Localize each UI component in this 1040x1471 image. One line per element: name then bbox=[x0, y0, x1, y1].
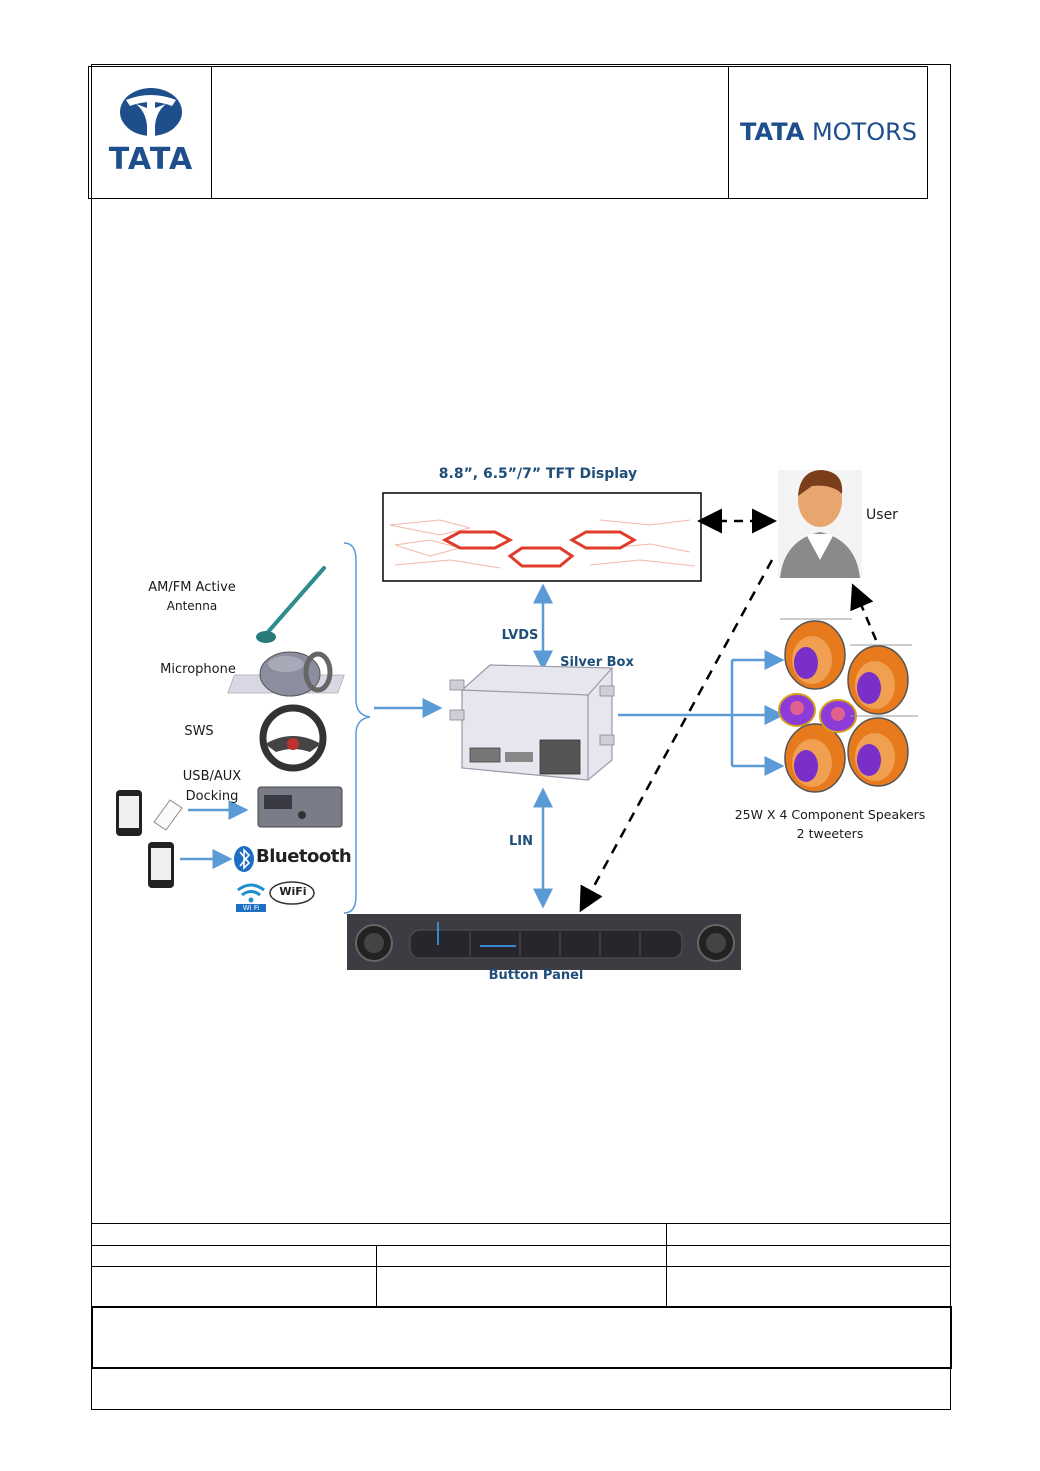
wifi-small-label: Wi Fi bbox=[236, 904, 266, 912]
tata-logo: TATA bbox=[106, 86, 196, 177]
user-icon bbox=[778, 470, 862, 578]
tata-motors-logo: TATA MOTORS bbox=[740, 118, 918, 150]
antenna-label-line2: Antenna bbox=[166, 599, 218, 613]
phone-icon-bluetooth bbox=[148, 842, 174, 888]
footer-col-divider-a bbox=[666, 1223, 667, 1307]
tata-emblem-icon bbox=[120, 88, 182, 136]
silver-box-label: Silver Box bbox=[560, 655, 634, 670]
footer-rule-1 bbox=[91, 1245, 951, 1246]
tft-display bbox=[382, 492, 702, 582]
usb-label-line2: Docking bbox=[185, 789, 239, 804]
microphone-icon bbox=[259, 651, 333, 697]
tata-logo-text: TATA bbox=[108, 142, 194, 177]
tata-motors-brand: TATA bbox=[740, 118, 805, 146]
microphone-label: Microphone bbox=[160, 662, 236, 677]
footer-note-box bbox=[91, 1306, 952, 1369]
footer-table bbox=[91, 1223, 951, 1307]
footer-col-divider-b bbox=[376, 1245, 377, 1307]
footer-rule-2 bbox=[91, 1266, 951, 1267]
usb-label-line1: USB/AUX bbox=[182, 769, 242, 784]
wifi-label: WiFi bbox=[279, 885, 307, 898]
footer-rule-top bbox=[91, 1223, 951, 1224]
display-title: 8.8”, 6.5”/7” TFT Display bbox=[438, 466, 638, 482]
sws-label: SWS bbox=[184, 724, 214, 739]
bluetooth-icon bbox=[234, 846, 254, 872]
steering-wheel-icon bbox=[259, 704, 327, 772]
usb-stick-icon bbox=[153, 799, 183, 831]
bluetooth-label: Bluetooth bbox=[256, 846, 352, 867]
speakers-label-line1: 25W X 4 Component Speakers bbox=[734, 807, 926, 822]
phone-icon-usb bbox=[116, 790, 142, 836]
lvds-label: LVDS bbox=[501, 628, 539, 643]
antenna-icon bbox=[256, 566, 326, 643]
inputs-brace bbox=[343, 542, 371, 914]
button-panel-label: Button Panel bbox=[488, 968, 584, 983]
usb-docking-icon bbox=[257, 786, 343, 828]
antenna-label-line1: AM/FM Active bbox=[148, 580, 236, 595]
header-logo-right-cell bbox=[728, 66, 928, 199]
user-label: User bbox=[866, 507, 898, 523]
page-frame bbox=[91, 64, 951, 1410]
speakers-icon bbox=[778, 618, 918, 793]
wifi-icon bbox=[237, 881, 315, 905]
speakers-label-line2: 2 tweeters bbox=[796, 826, 864, 841]
silver-box bbox=[227, 664, 615, 781]
lin-label: LIN bbox=[508, 834, 533, 849]
tata-motors-word: MOTORS bbox=[811, 118, 918, 146]
button-panel bbox=[347, 914, 741, 970]
